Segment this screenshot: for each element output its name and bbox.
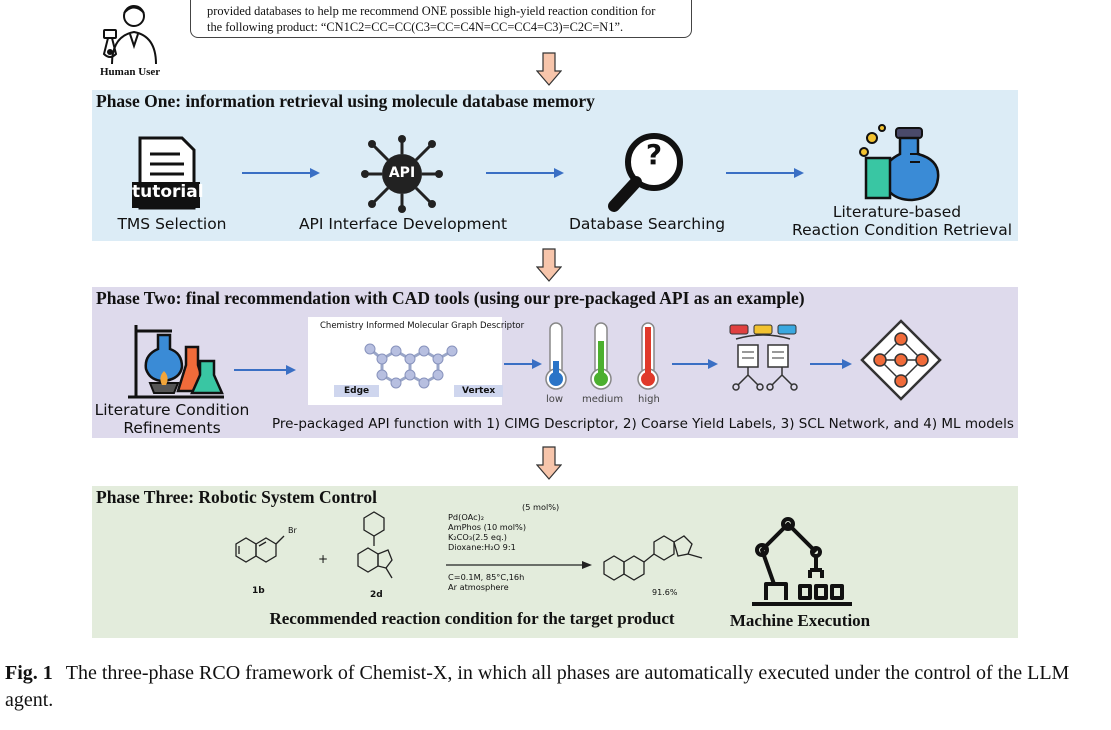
flow-arrow-icon [504, 359, 542, 369]
step-literature-based: Literature-based [832, 203, 962, 221]
tutorial-text: tutorial [132, 182, 204, 202]
edge-label: Edge [334, 385, 380, 397]
thermometers-icon [545, 322, 659, 390]
literature-condition-label-1: Literature Condition [94, 401, 250, 419]
thermo-high-label: high [638, 394, 660, 405]
magnifier-question-icon [608, 133, 683, 212]
down-arrow-icon [536, 446, 562, 480]
chemistry-lab-icon [128, 325, 224, 399]
reaction-conditions: (5 mol%) Pd(OAc)₂ AmPhos (10 mol%) K₂CO₃… [448, 502, 559, 552]
api-text: API [388, 165, 416, 181]
base: K₂CO₃(2.5 eq.) [448, 532, 507, 542]
step-reaction-condition-retrieval: Reaction Condition Retrieval [792, 221, 1013, 239]
ligand: AmPhos (10 mol%) [448, 522, 527, 532]
lab-flask-icon [859, 124, 940, 202]
machine-execution-label: Machine Execution [729, 611, 871, 630]
figure-number: Fig. 1 [5, 662, 53, 684]
flow-arrow-icon [810, 359, 852, 369]
vertex-label: Vertex [454, 385, 504, 397]
reaction-arrow [446, 561, 592, 569]
solvent: Dioxane:H₂O 9:1 [448, 542, 516, 552]
robot-arm-icon [752, 517, 852, 606]
flow-arrow-icon [486, 168, 564, 178]
thermo-low-label: low [546, 394, 564, 405]
recommended-condition-label: Recommended reaction condition for the t… [269, 609, 675, 628]
step-api-interface: API Interface Development [298, 215, 508, 233]
pd-catalyst: Pd(OAc)₂ [448, 512, 485, 522]
down-arrow-icon [536, 248, 562, 282]
product-yield: 91.6% [652, 588, 678, 597]
user-request-bubble: provided databases to help me recommend … [190, 0, 692, 38]
literature-condition-label-2: Refinements [123, 419, 221, 437]
reaction-parameters: C=0.1M, 85°C,16h Ar atmosphere [448, 572, 524, 592]
reaction-params: C=0.1M, 85°C,16h [448, 572, 525, 582]
question-mark-text: ? [645, 138, 663, 171]
figure-caption-text: The three-phase RCO framework of Chemist… [5, 662, 1070, 711]
human-user-icon [102, 5, 157, 65]
reactant-1b-structure [235, 535, 285, 563]
bromine-label: Br [288, 526, 297, 535]
figure-caption: Fig. 1 The three-phase RCO framework of … [5, 660, 1111, 714]
api-function-description: Pre-packaged API function with 1) CIMG D… [272, 416, 1014, 432]
thermo-medium-label: medium [582, 394, 624, 405]
cimg-title: Chemistry Informed Molecular Graph Descr… [320, 321, 525, 331]
pd-loading: (5 mol%) [522, 502, 560, 512]
user-request-line-2: the following product: “CN1C2=CC=CC(C3=C… [207, 20, 624, 34]
phase-two-title: Phase Two: final recommendation with CAD… [96, 288, 805, 308]
flow-arrow-icon [726, 168, 804, 178]
human-user-label: Human User [100, 66, 161, 78]
atmosphere: Ar atmosphere [448, 582, 509, 592]
phase-one-title: Phase One: information retrieval using m… [96, 91, 595, 111]
phase-one-panel: Phase One: information retrieval using m… [92, 90, 1018, 241]
step-tms-selection: TMS Selection [117, 215, 227, 233]
step-database-searching: Database Searching [568, 215, 726, 233]
reactant-2d-structure [357, 511, 393, 579]
phase-three-panel: Phase Three: Robotic System Control Br 1… [92, 486, 1018, 638]
reactant-1b-label: 1b [252, 586, 265, 596]
tutorial-document-icon [132, 136, 200, 210]
product-structure [603, 535, 703, 581]
ml-model-network-icon [860, 319, 942, 401]
plus-sign: + [318, 552, 329, 566]
user-request-line-1: provided databases to help me recommend … [207, 4, 656, 18]
flow-arrow-icon [672, 359, 718, 369]
flow-arrow-icon [242, 168, 320, 178]
down-arrow-icon [536, 52, 562, 86]
reactant-2d-label: 2d [370, 590, 383, 600]
phase-three-title: Phase Three: Robotic System Control [96, 487, 377, 507]
flow-arrow-icon [234, 365, 296, 375]
api-hub-icon [361, 135, 443, 213]
scl-network-icon [729, 324, 798, 391]
phase-two-panel: Phase Two: final recommendation with CAD… [92, 287, 1018, 438]
molecular-graph-icon [364, 343, 458, 389]
